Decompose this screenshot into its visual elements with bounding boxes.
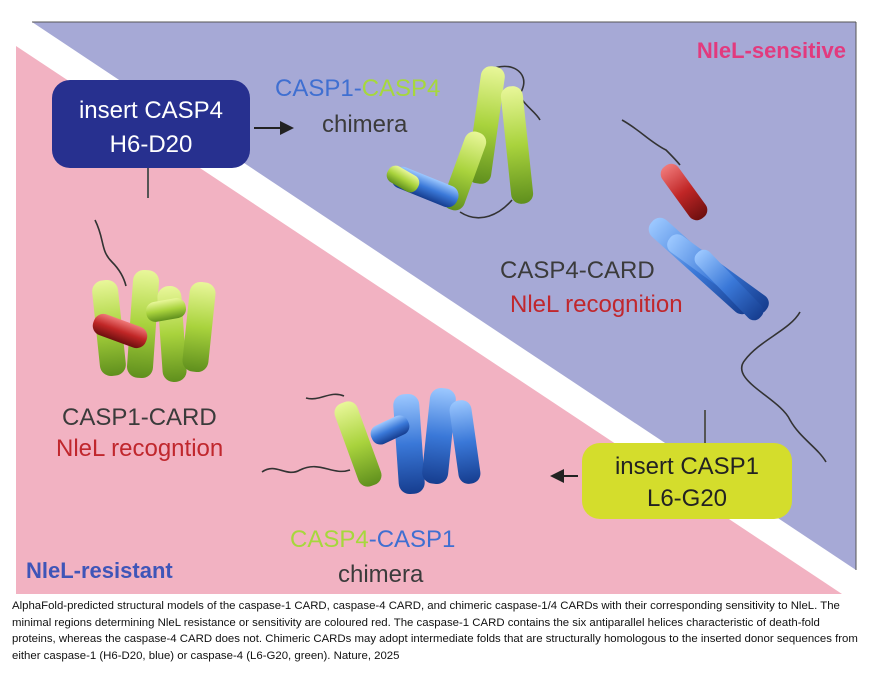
casp1-card-structure [92,219,216,382]
figure-panel: NleL-sensitive NleL-resistant insert CAS… [16,21,857,594]
sensitive-label: NleL-sensitive [697,38,846,63]
insert-casp4-box: insert CASP4 H6-D20 [52,80,250,168]
chimera-top-structure [386,65,541,219]
resistant-label: NleL-resistant [26,558,173,583]
casp1-card-recognition: NleL recogntion [56,435,223,462]
arrow-to-bottom-chimera [550,469,578,483]
chimera-top-sub: chimera [322,111,408,138]
chimera-bottom-part1: CASP4 [290,526,369,553]
chimera-bottom-dash: - [369,526,377,553]
casp4-card-structure [621,119,827,463]
casp4-card-recognition: NleL recognition [510,291,683,318]
insert-casp1-line1: insert CASP1 [615,453,759,480]
chimera-top-dash: - [354,75,362,102]
insert-casp4-line1: insert CASP4 [79,97,223,124]
insert-casp1-box: insert CASP1 L6-G20 [582,443,792,519]
insert-casp4-line2: H6-D20 [110,131,193,158]
arrow-to-top-chimera [254,121,294,135]
casp1-card-name: CASP1-CARD [62,404,217,431]
chimera-bottom-sub: chimera [338,561,424,588]
chimera-bottom-structure [261,387,481,495]
insert-casp1-line2: L6-G20 [647,485,727,512]
chimera-bottom-title: CASP4-CASP1 [290,526,455,553]
casp4-card-name: CASP4-CARD [500,257,655,284]
figure-caption: AlphaFold-predicted structural models of… [12,600,858,662]
chimera-bottom-part2: CASP1 [377,526,456,553]
chimera-top-part2: CASP4 [362,75,441,102]
chimera-top-part1: CASP1 [275,75,354,102]
chimera-top-title: CASP1-CASP4 [275,75,440,102]
